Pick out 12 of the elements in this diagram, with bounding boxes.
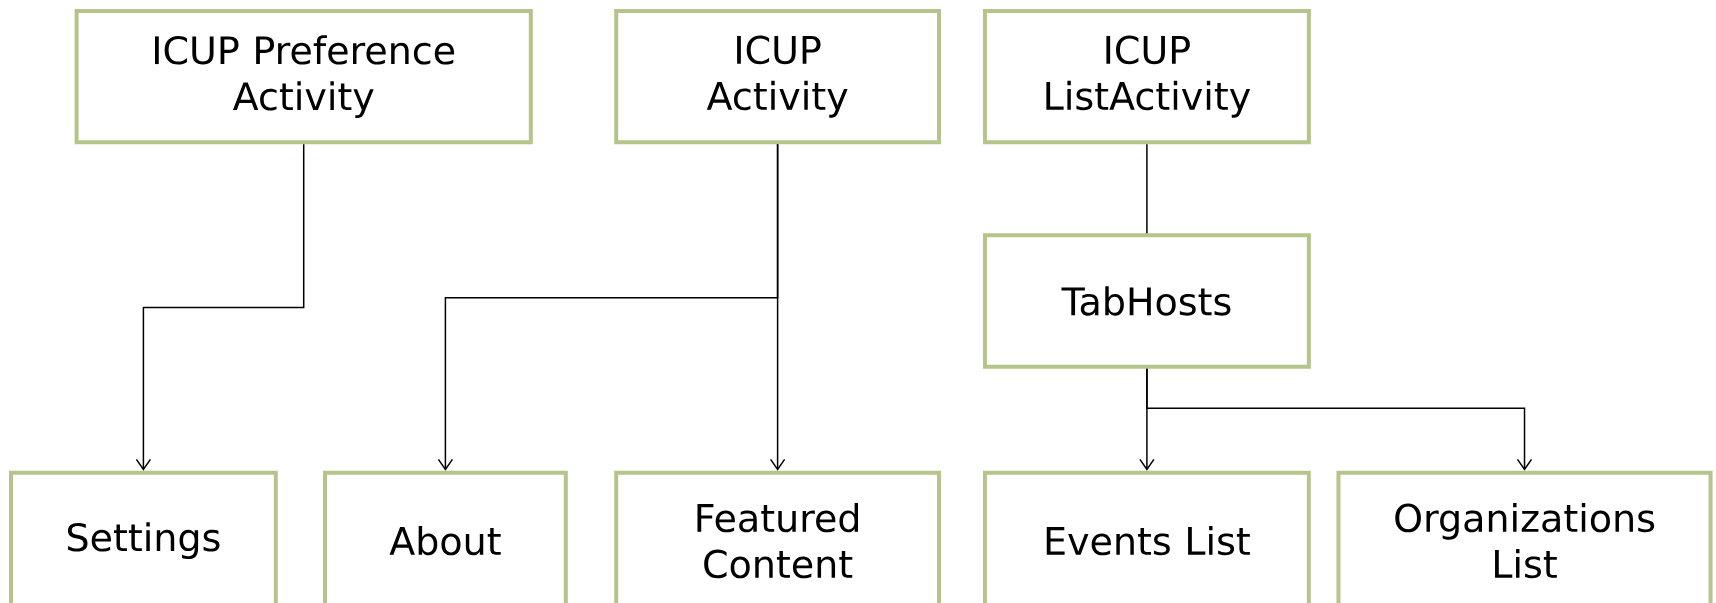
class-box: Events List <box>982 470 1311 603</box>
class-box: ICUP ListActivity <box>982 8 1311 145</box>
class-box: Settings <box>9 470 278 603</box>
class-box: About <box>323 470 568 603</box>
class-box: TabHosts <box>982 233 1311 369</box>
arrow <box>135 143 305 471</box>
class-box: ICUP Activity <box>614 8 941 145</box>
arrow <box>769 143 786 471</box>
class-box: Featured Content <box>614 470 941 603</box>
class-box: Organizations List <box>1336 470 1713 603</box>
arrow <box>1146 367 1533 471</box>
class-box: ICUP Preference Activity <box>74 8 533 145</box>
